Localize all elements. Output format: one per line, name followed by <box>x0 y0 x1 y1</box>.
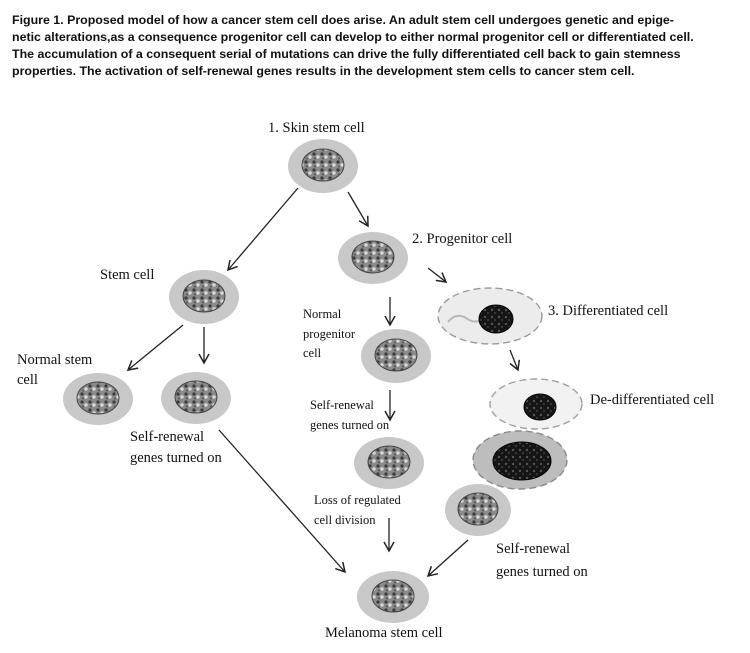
label-self-renewal-left-1: Self-renewal <box>130 429 204 445</box>
arrow-left-to-melanoma <box>218 429 347 574</box>
label-normal-progenitor-3: cell <box>303 346 322 360</box>
progenitor-cell <box>338 232 408 284</box>
de-differentiated-cell <box>489 378 583 430</box>
label-self-renewal-mid-2: genes turned on <box>310 418 390 432</box>
label-normal-stem-2: cell <box>17 372 38 388</box>
arrow-differentiated-to-dedifferentiated <box>509 349 521 372</box>
self-renewal-progenitor-cell <box>354 437 424 489</box>
arrow-right-to-melanoma <box>426 539 469 578</box>
skin-stem-cell <box>288 139 358 193</box>
transitioning-cell <box>472 430 568 490</box>
label-skin-stem-cell: 1. Skin stem cell <box>268 120 365 136</box>
label-progenitor-cell: 2. Progenitor cell <box>412 231 512 247</box>
arrows <box>126 187 521 578</box>
caption-line-3: The accumulation of a consequent serial … <box>12 47 681 61</box>
arrow-skin-to-progenitor <box>347 191 369 228</box>
stem-cell <box>169 270 239 324</box>
label-de-differentiated: De-differentiated cell <box>590 392 714 408</box>
caption-line-4: properties. The activation of self-renew… <box>12 64 635 78</box>
label-self-renewal-mid-1: Self-renewal <box>310 398 374 412</box>
self-renewal-stem-cell <box>161 372 231 424</box>
label-self-renewal-right-2: genes turned on <box>496 564 589 580</box>
label-loss-regulated-2: cell division <box>314 513 376 527</box>
figure-caption: Figure 1. Proposed model of how a cancer… <box>12 12 740 80</box>
normal-stem-cell <box>63 373 133 425</box>
differentiated-cell <box>437 287 543 345</box>
self-renewal-dedifferentiated-cell <box>445 484 511 536</box>
label-normal-stem-1: Normal stem <box>17 352 93 368</box>
melanoma-stem-cell <box>357 571 429 623</box>
label-normal-progenitor-1: Normal <box>303 307 342 321</box>
label-differentiated-cell: 3. Differentiated cell <box>548 303 668 319</box>
arrow-progenitor-to-differentiated <box>427 267 448 283</box>
label-stem-cell: Stem cell <box>100 267 154 283</box>
label-self-renewal-right-1: Self-renewal <box>496 541 570 557</box>
label-loss-regulated-1: Loss of regulated <box>314 493 402 507</box>
label-self-renewal-left-2: genes turned on <box>130 450 223 466</box>
caption-line-1: Figure 1. Proposed model of how a cancer… <box>12 13 674 27</box>
label-normal-progenitor-2: progenitor <box>303 327 356 341</box>
arrow-stem-to-normal-stem <box>126 324 184 371</box>
normal-progenitor-cell <box>361 329 431 383</box>
arrow-skin-to-stem <box>226 187 299 272</box>
caption-line-2: netic alterations,as a consequence proge… <box>12 30 694 44</box>
label-melanoma-stem-cell: Melanoma stem cell <box>325 625 443 641</box>
